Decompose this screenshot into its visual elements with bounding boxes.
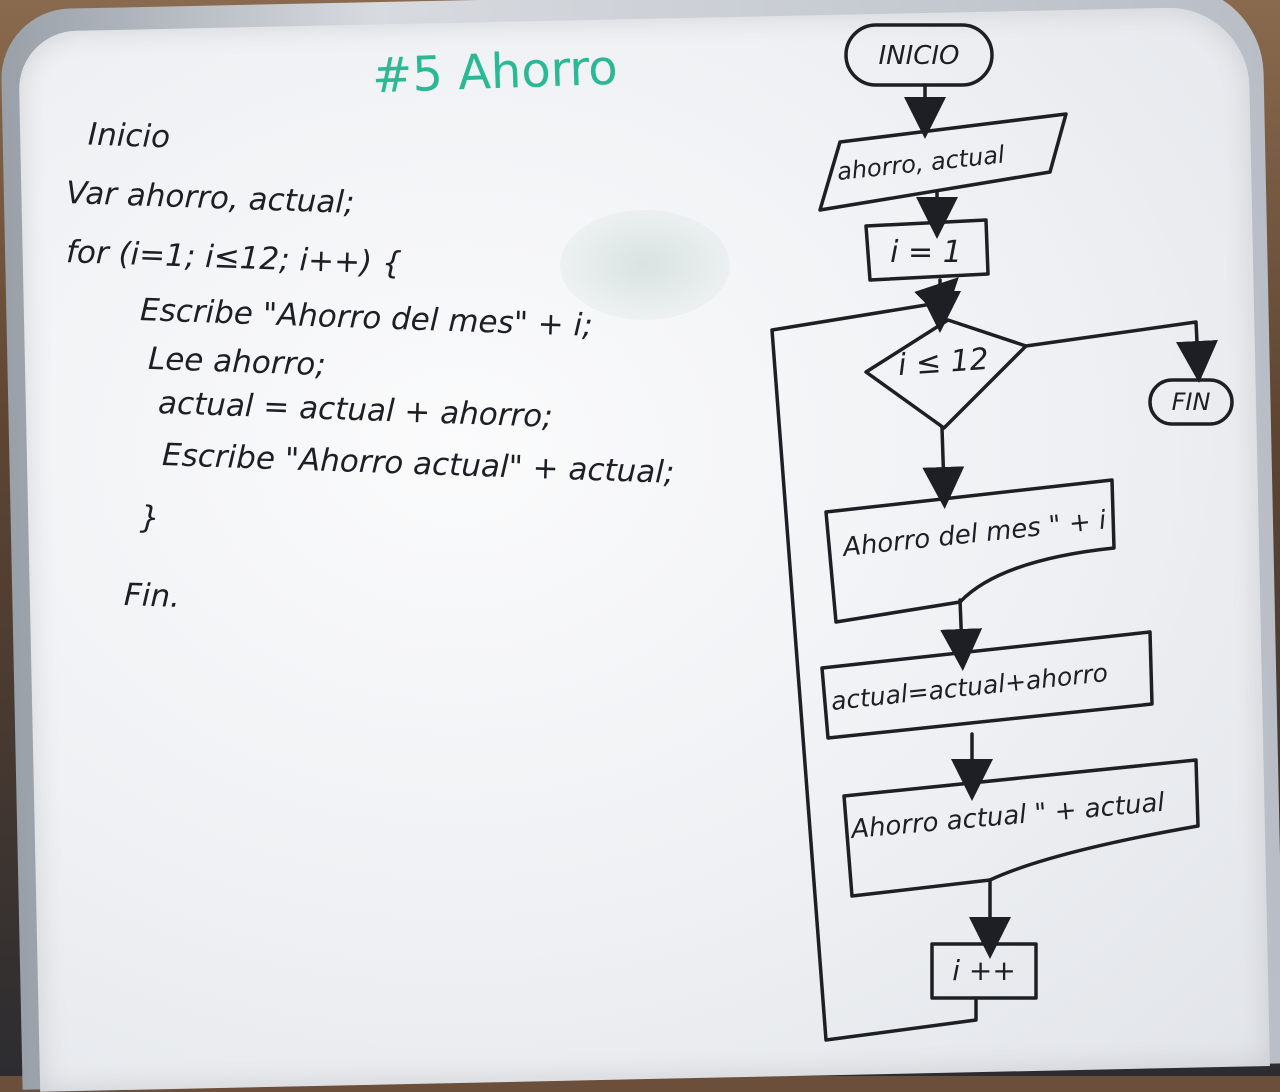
- flow-declare-label: ahorro, actual: [836, 141, 1007, 186]
- eraser-smudge: [560, 210, 730, 320]
- flow-start-label: INICIO: [878, 41, 959, 71]
- flow-loop-back-arrow: [770, 277, 978, 1042]
- flow-init-process: [864, 218, 990, 282]
- flow-end-label: FIN: [1172, 388, 1211, 416]
- flow-output-month-document: [824, 478, 1116, 624]
- flow-declare-parallelogram: [818, 112, 1068, 212]
- flow-arrow-condition-to-fin: [1024, 320, 1218, 383]
- flow-init-label: i = 1: [890, 235, 962, 270]
- flow-assign-process: [820, 630, 1154, 740]
- flow-increment-label: i ++: [952, 954, 1016, 987]
- flow-condition-label: i ≤ 12: [897, 342, 990, 383]
- flow-start-terminator: [844, 23, 994, 87]
- flow-assign-label: actual=actual+ahorro: [830, 658, 1110, 716]
- flow-output-total-document: [842, 758, 1200, 898]
- flow-condition-diamond: [864, 318, 1028, 430]
- flow-output-total-label: Ahorro actual " + actual: [848, 788, 1167, 846]
- flow-end-terminator: [1148, 378, 1234, 426]
- flow-arrow-output-to-assign: [940, 598, 983, 671]
- flow-arrow-condition-to-output: [922, 426, 965, 509]
- flow-increment-process: [930, 942, 1038, 1000]
